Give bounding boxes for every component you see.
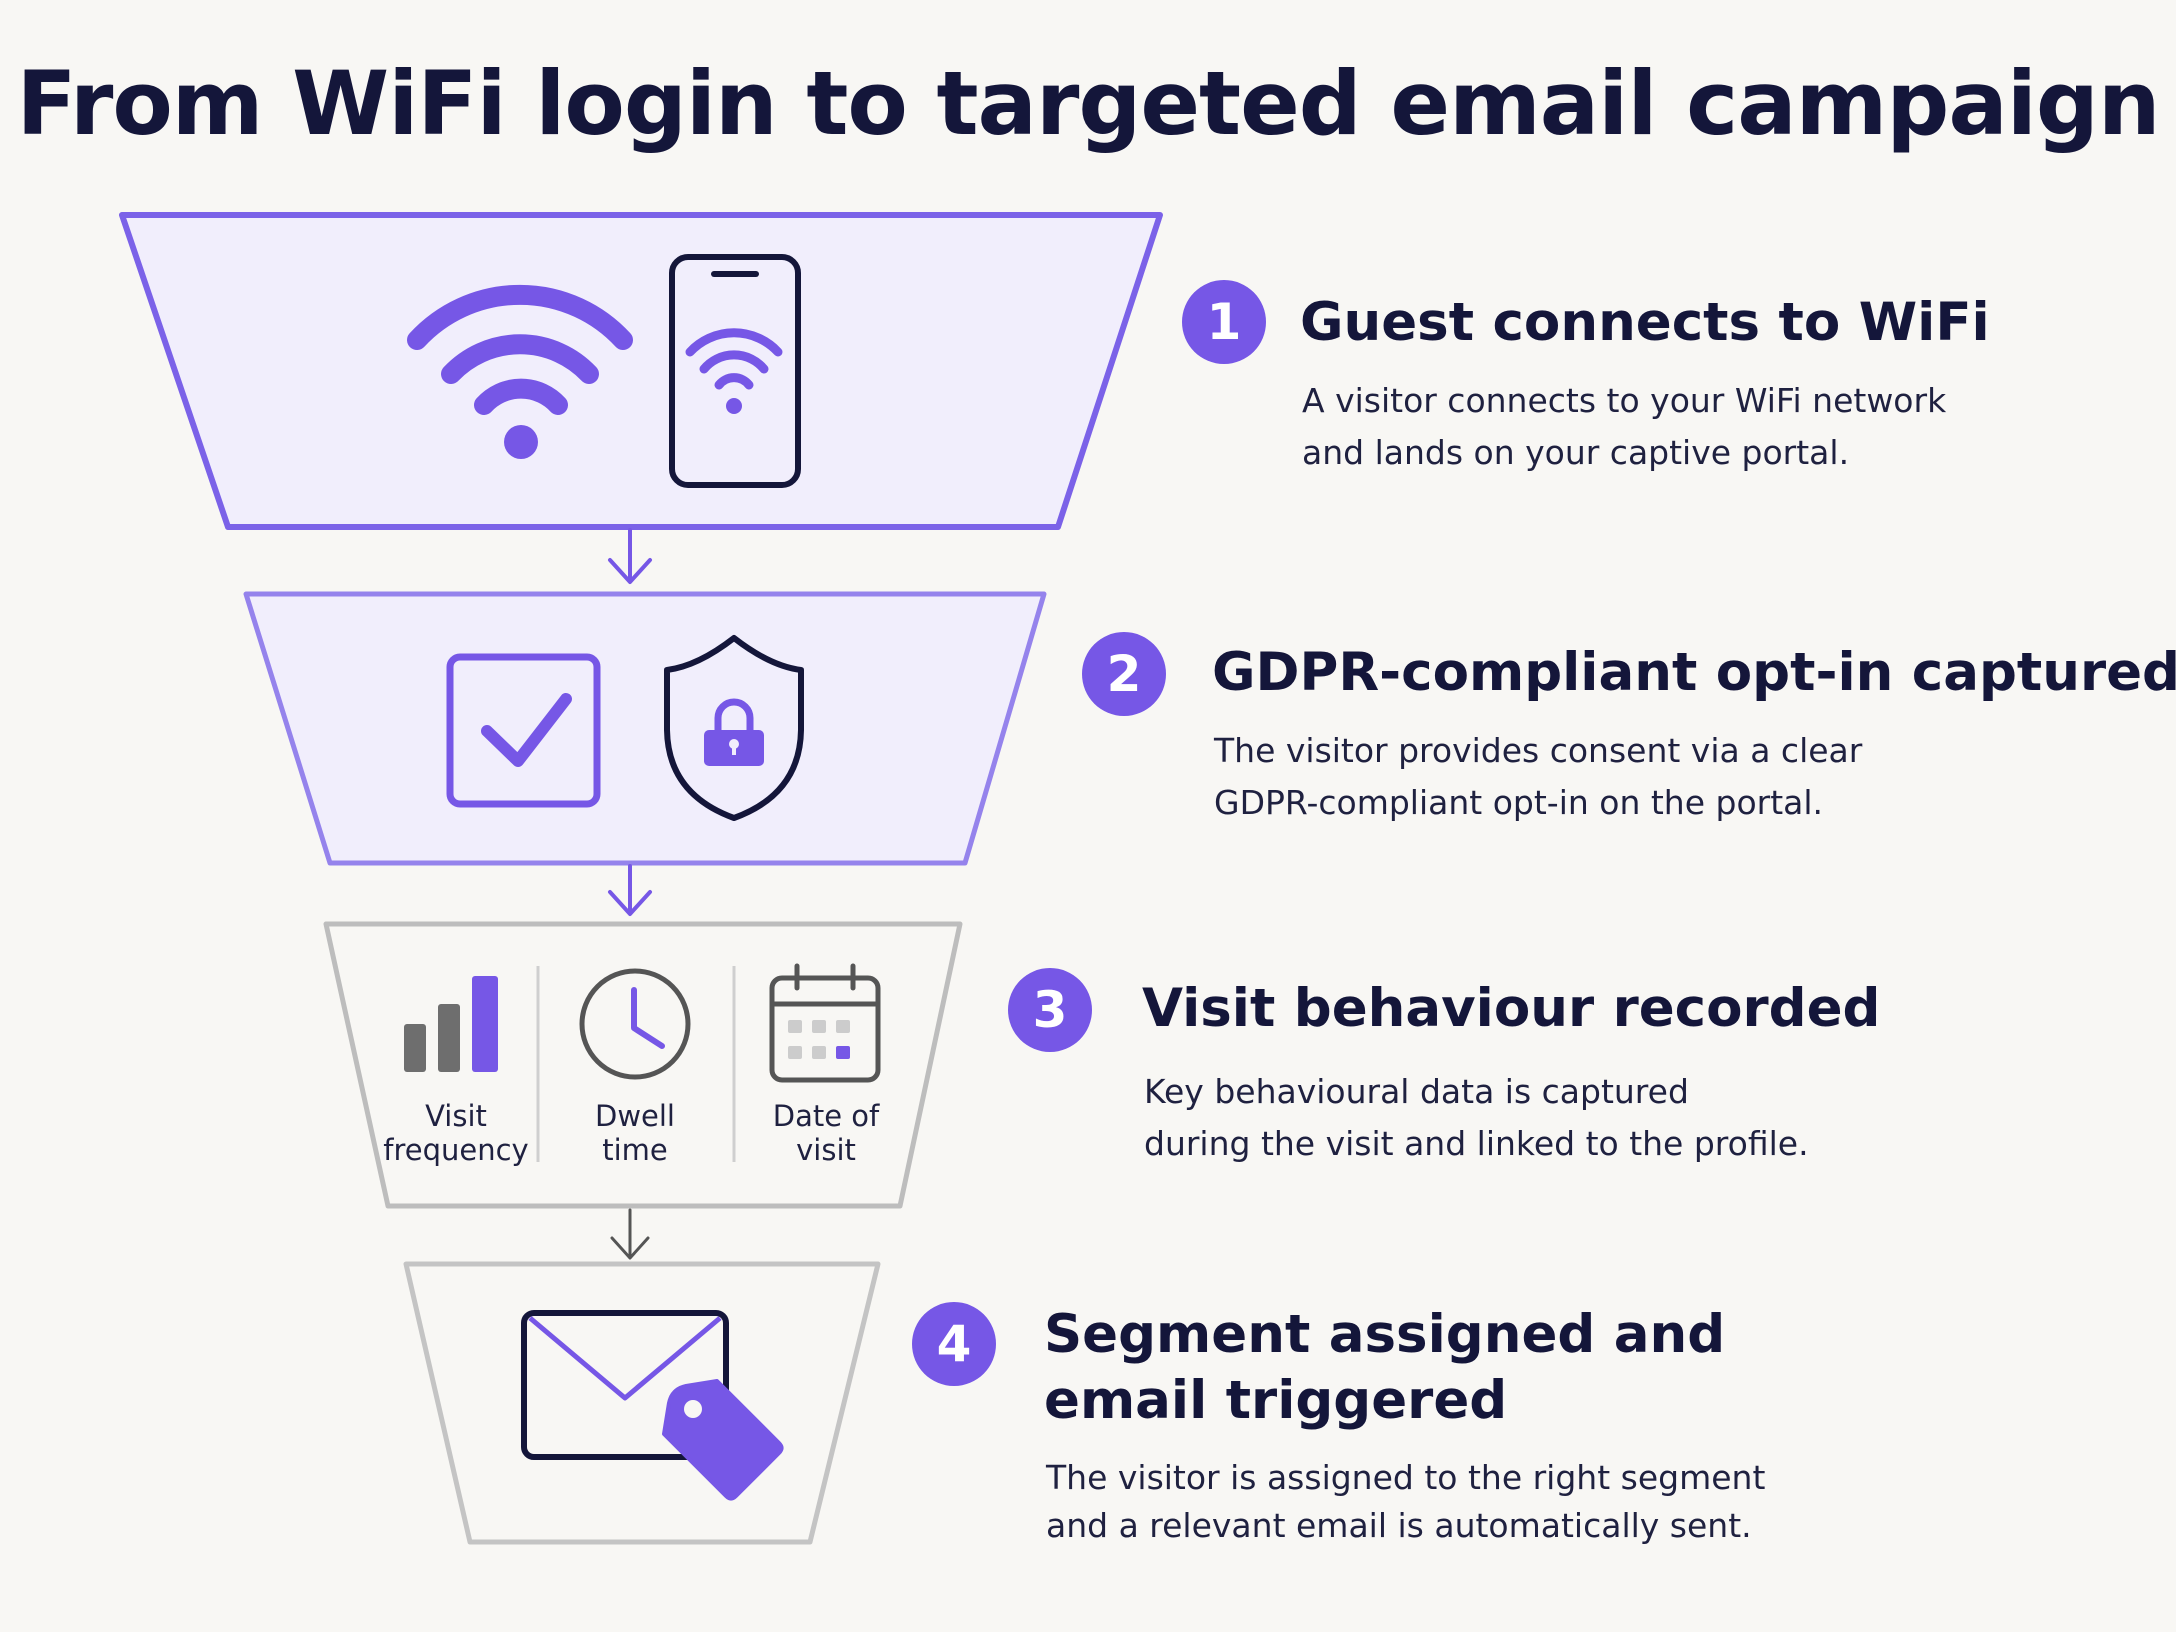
step-1-description: A visitor connects to your WiFi network … xyxy=(1302,381,1947,472)
step-4-description: The visitor is assigned to the right seg… xyxy=(1046,1458,1766,1545)
wifi-icon xyxy=(407,284,633,459)
step-2-description: The visitor provides consent via a clear… xyxy=(1214,731,1863,822)
tile-date-of-visit-label: Date of visit xyxy=(772,1099,880,1167)
step-4-badge: 4 xyxy=(912,1302,996,1386)
step-2-badge: 2 xyxy=(1082,632,1166,716)
shield-lock-icon xyxy=(664,635,804,821)
step-3-description: Key behavioural data is captured during … xyxy=(1144,1072,1809,1163)
tile-visit-frequency-label: Visit frequency xyxy=(383,1099,529,1167)
envelope-icon xyxy=(521,1310,729,1460)
step-4-heading-line2: email triggered xyxy=(1044,1370,1508,1431)
arrow-down-3 xyxy=(610,1208,650,1260)
smartphone-wifi-icon xyxy=(669,254,801,488)
arrow-down-2 xyxy=(608,864,652,916)
funnel-stage-4 xyxy=(403,1261,881,1545)
step-3-badge: 3 xyxy=(1008,968,1092,1052)
step-2-heading: GDPR-compliant opt-in captured xyxy=(1212,642,2176,703)
step-1-heading: Guest connects to WiFi xyxy=(1300,292,1990,353)
step-4-heading-line1: Segment assigned and xyxy=(1044,1304,1726,1365)
calendar-icon xyxy=(769,963,881,1083)
clock-icon xyxy=(579,968,691,1080)
arrow-down-1 xyxy=(608,528,652,584)
bar-chart-icon xyxy=(404,976,498,1072)
step-3-heading: Visit behaviour recorded xyxy=(1142,978,1881,1039)
page-title: From WiFi login to targeted email campai… xyxy=(16,52,2160,155)
tag-icon xyxy=(662,1379,784,1501)
funnel-stage-2 xyxy=(243,591,1047,866)
step-1-badge: 1 xyxy=(1182,280,1266,364)
funnel-stage-1 xyxy=(119,212,1163,530)
checkbox-checked-icon xyxy=(446,653,601,808)
tile-dwell-time-label: Dwell time xyxy=(594,1099,675,1167)
